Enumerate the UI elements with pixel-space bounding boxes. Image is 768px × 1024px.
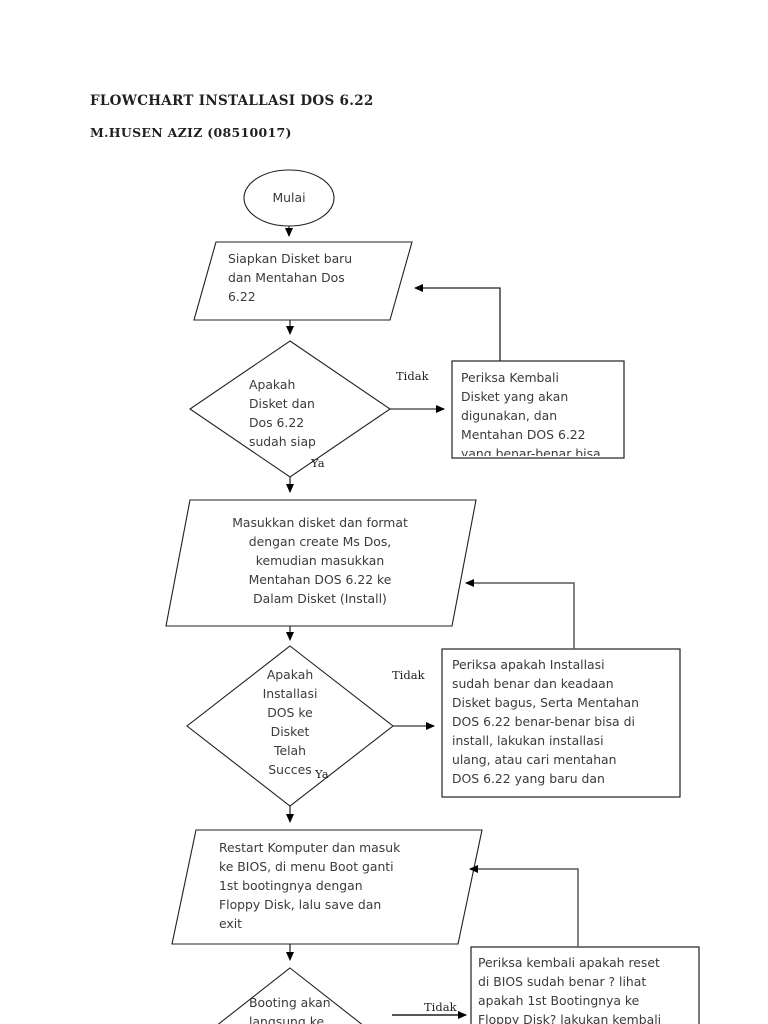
page-title: FLOWCHART INSTALLASI DOS 6.22: [90, 93, 374, 109]
node-recheck-bios-label: Periksa kembali apakah reset di BIOS sud…: [478, 955, 662, 1024]
node-recheck-install-shape[interactable]: [441, 648, 681, 798]
node-decision-booting-shape[interactable]: [188, 967, 392, 1024]
edge-label-no-3: Tidak: [424, 1000, 457, 1014]
edge-label-no-2: Tidak: [392, 668, 425, 682]
node-start-label: Mulai: [272, 190, 306, 205]
node-recheck-disk-shape[interactable]: [451, 360, 625, 459]
node-restart-bios-label: Restart Komputer dan masuk ke BIOS, di m…: [219, 840, 401, 931]
node-format-install-shape[interactable]: [165, 499, 477, 627]
node-decision-install-success-label: Apakah Installasi DOS ke Disket Telah Su…: [262, 667, 318, 777]
edge-label-yes-1: Ya: [311, 456, 325, 470]
edge-label-yes-2: Ya: [315, 767, 329, 781]
node-prepare-disk-shape[interactable]: [193, 241, 413, 321]
node-prepare-disk-label: Siapkan Disket baru dan Mentahan Dos 6.2…: [228, 251, 353, 304]
node-recheck-bios-shape[interactable]: [470, 946, 700, 1024]
node-decision-disk-ready-label: Apakah Disket dan Dos 6.22 sudah siap: [249, 377, 316, 449]
node-restart-bios-shape[interactable]: [171, 829, 483, 945]
node-recheck-install-label: Periksa apakah Installasi sudah benar da…: [452, 657, 639, 786]
edge-label-no-1: Tidak: [396, 369, 429, 383]
node-recheck-disk-label: Periksa Kembali Disket yang akan digunak…: [461, 370, 601, 456]
page-author: M.HUSEN AZIZ (08510017): [90, 125, 292, 140]
node-decision-booting-label: Booting akan langsung ke: [249, 995, 331, 1024]
connector-feedback-3: [469, 865, 579, 947]
connector-feedback-1: [414, 284, 501, 361]
node-format-install-label: Masukkan disket dan format dengan create…: [232, 515, 408, 606]
connector-feedback-2: [465, 579, 575, 649]
